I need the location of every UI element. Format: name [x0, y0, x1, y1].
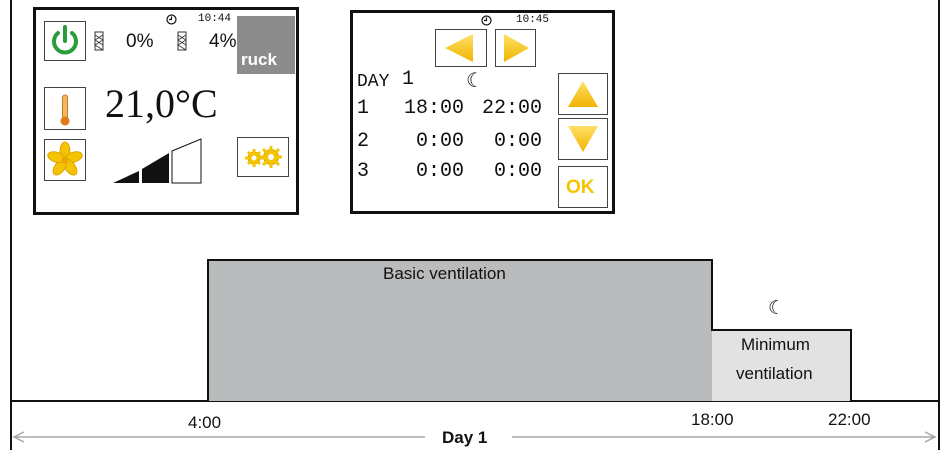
logo-text: ruck — [241, 50, 277, 69]
power-button[interactable] — [44, 21, 86, 61]
clock-icon — [166, 14, 177, 25]
minimum-ventilation-label-line2: ventilation — [736, 364, 813, 383]
basic-ventilation-block — [208, 260, 712, 401]
temperature-button[interactable] — [44, 87, 86, 130]
day-number: 1 — [402, 68, 415, 91]
schedule-row-start: 0:00 — [416, 160, 465, 183]
down-button[interactable] — [558, 118, 608, 160]
up-button[interactable] — [558, 73, 608, 115]
power-icon — [52, 25, 78, 55]
night-moon-icon: ☾ — [466, 70, 484, 92]
fan-button[interactable] — [44, 139, 86, 181]
gears-icon — [245, 146, 282, 168]
schedule-row-start: 0:00 — [416, 130, 465, 153]
arrow-up-icon — [568, 81, 598, 107]
arrow-down-icon — [568, 126, 598, 152]
time-tick-22: 22:00 — [828, 410, 871, 429]
filter-icon — [94, 31, 104, 51]
schedule-row-index: 1 — [357, 97, 370, 120]
schedule-row-end: 0:00 — [494, 160, 543, 183]
ruck-logo: ruck — [237, 16, 295, 74]
ok-label: OK — [566, 177, 595, 198]
ventilation-profile-line — [11, 259, 939, 402]
schedule-row-index: 2 — [357, 130, 370, 153]
settings-button[interactable] — [237, 137, 289, 177]
schedule-row-start: 18:00 — [404, 97, 465, 120]
fan-level-indicator — [113, 138, 202, 184]
fan-level-step-1 — [113, 171, 139, 183]
filter-right-percent: 4% — [209, 31, 237, 52]
time-tick-4: 4:00 — [188, 413, 222, 432]
temperature-value: 21,0°C — [105, 81, 218, 126]
minimum-ventilation-label-line1: Minimum — [741, 335, 810, 354]
day-span-arrowhead-left — [12, 431, 25, 443]
day-span-label: Day 1 — [442, 428, 488, 447]
clock-time: 10:44 — [198, 13, 232, 25]
schedule-screen: 10:45 DAY 1 ☾ 1 18:00 22:00 2 0:00 0:00 … — [350, 10, 615, 214]
minimum-ventilation-block — [712, 330, 851, 401]
schedule-row-end: 22:00 — [482, 97, 543, 120]
thermometer-icon — [60, 94, 70, 126]
day-span-arrowhead-right — [924, 431, 937, 443]
fan-level-step-2 — [142, 153, 169, 183]
arrow-left-icon — [445, 34, 473, 62]
next-day-button[interactable] — [495, 29, 536, 67]
clock-time: 10:45 — [516, 14, 550, 26]
basic-ventilation-label: Basic ventilation — [383, 264, 506, 283]
fan-level-step-3 — [171, 138, 202, 184]
filter-icon — [177, 31, 187, 51]
arrow-right-icon — [504, 34, 529, 62]
day-label: DAY — [357, 72, 390, 92]
main-control-screen: 0% 10:44 4% ruck 21,0°C — [33, 7, 299, 215]
schedule-row-index: 3 — [357, 160, 370, 183]
previous-day-button[interactable] — [435, 29, 487, 67]
clock-icon — [481, 15, 492, 26]
time-tick-18: 18:00 — [691, 410, 734, 429]
schedule-row-end: 0:00 — [494, 130, 543, 153]
ok-button[interactable]: OK — [558, 166, 608, 208]
filter-left-percent: 0% — [126, 31, 154, 52]
night-moon-icon: ☾ — [768, 298, 786, 319]
fan-icon — [47, 141, 83, 176]
